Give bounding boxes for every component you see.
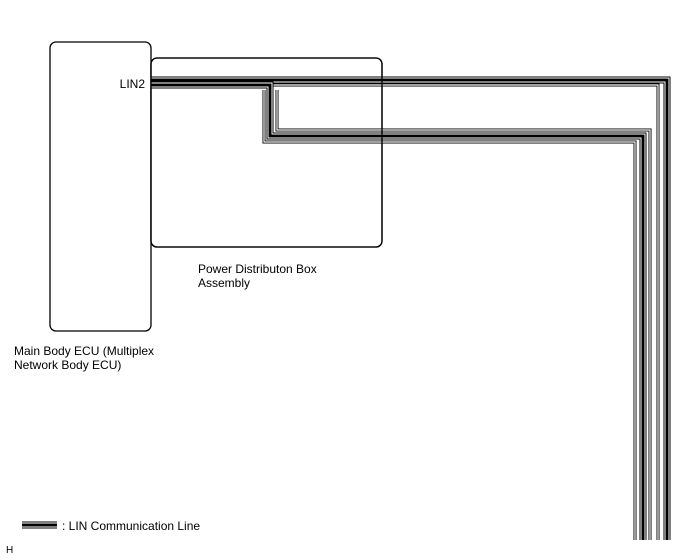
power-distribution-box-outline [150, 57, 383, 248]
pdb-label-line2: Assembly [198, 276, 250, 290]
pdb-label-line1: Power Distributon Box [198, 262, 317, 276]
ecu-label-line2: Network Body ECU) [14, 358, 121, 372]
legend-label: : LIN Communication Line [62, 519, 200, 533]
lin2-pin-label: LIN2 [120, 77, 146, 91]
shielded-wire-outer-gap [151, 84, 659, 540]
ecu-label-line1: Main Body ECU (Multiplex [14, 344, 154, 358]
branch-shield-gap [276, 90, 651, 540]
lin-branch-line-core [151, 83, 645, 540]
corner-mark: H [6, 545, 13, 556]
branch-shield-left-gap [263, 90, 636, 540]
lin-line-top-core [151, 78, 669, 540]
